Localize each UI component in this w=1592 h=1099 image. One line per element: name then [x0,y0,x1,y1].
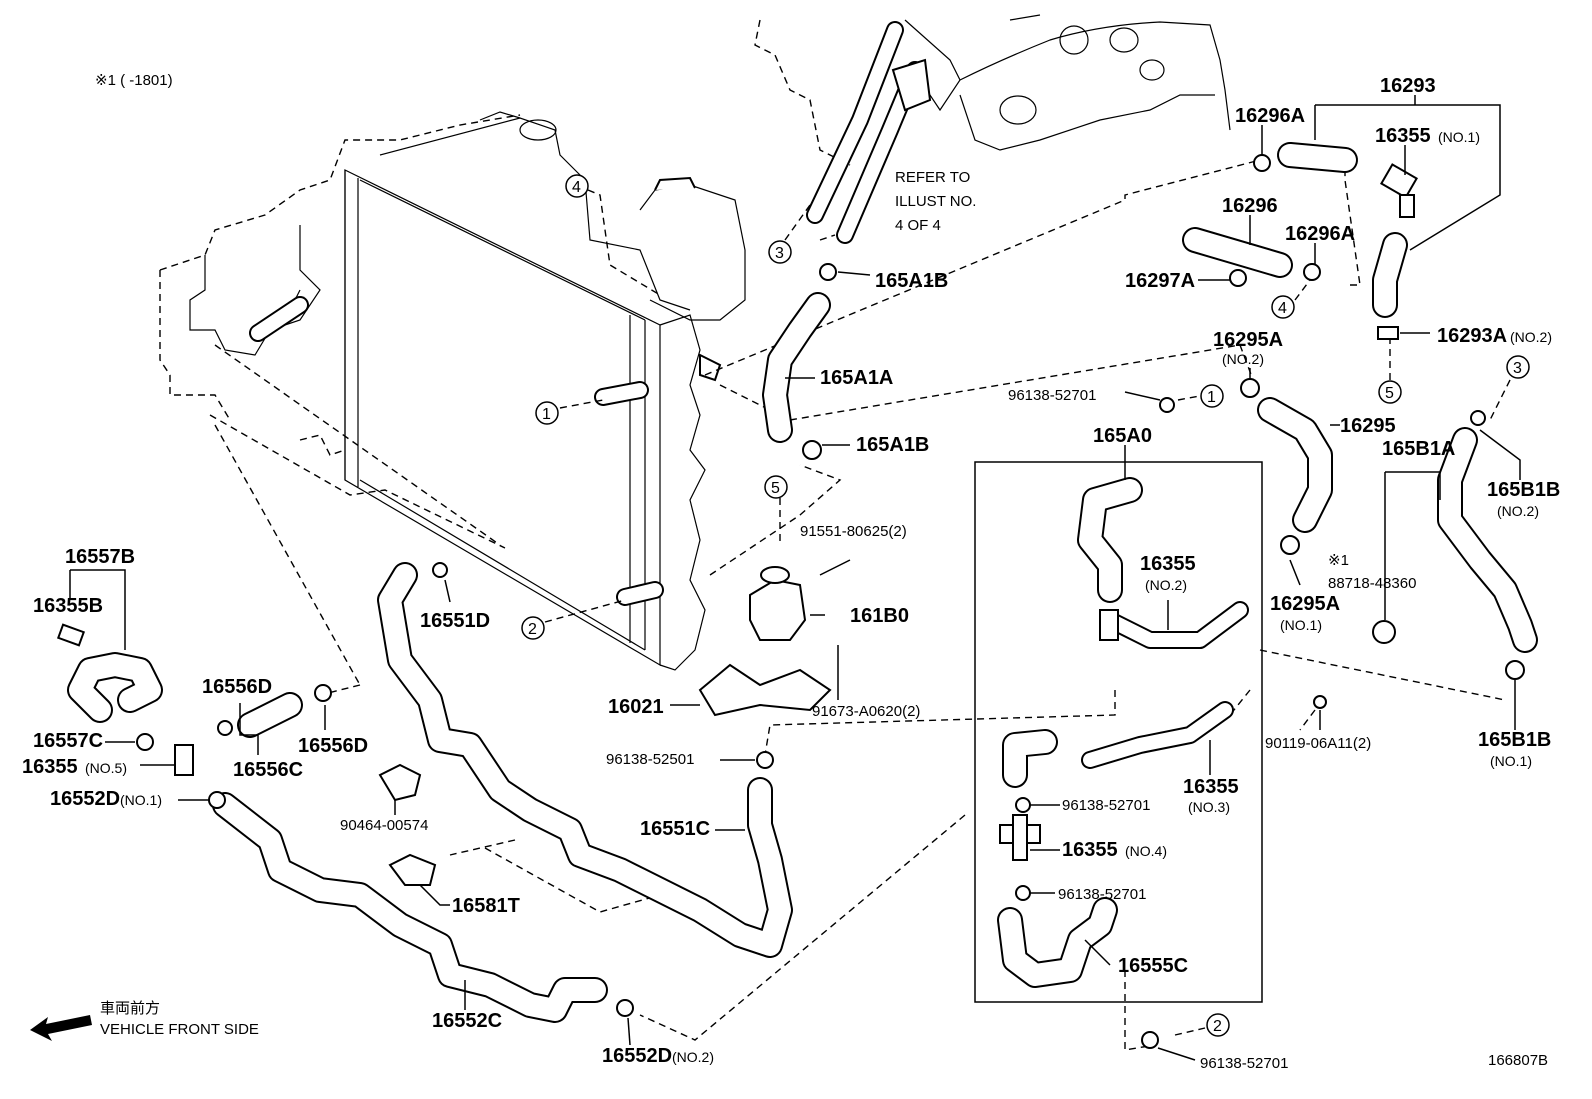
label-no1-a: (NO.1) [1438,129,1480,145]
svg-text:1: 1 [542,406,551,423]
label-88718: 88718-48360 [1328,575,1416,592]
label-16552D-no2: 16552D [602,1045,672,1067]
label-16355-no2: 16355 [1140,553,1196,575]
label-16296: 16296 [1222,195,1278,217]
callout-2-radiator: 2 [521,616,545,640]
label-16355B: 16355B [33,595,103,617]
label-no2-a: (NO.2) [1510,329,1552,345]
label-16556C: 16556C [233,759,303,781]
callout-5-pump: 5 [764,475,788,499]
front-label-jp: 車両前方 [100,1000,160,1017]
label-96138-52701-d: 96138-52701 [1200,1055,1288,1072]
svg-text:5: 5 [1385,385,1394,402]
svg-text:1: 1 [1207,389,1216,406]
label-161B0: 161B0 [850,605,909,627]
vehicle-front-indicator: 車両前方 VEHICLE FRONT SIDE [30,1000,259,1041]
label-96138-52701-a: 96138-52701 [1008,387,1096,404]
callout-1-hose: 1 [1200,384,1224,408]
label-star1: ※1 [1328,552,1349,569]
label-16556D-low: 16556D [298,735,368,757]
callout-4-radiator: 4 [565,174,589,198]
svg-text:2: 2 [528,621,537,638]
part-labels: ※1 ( -1801) REFER TO ILLUST NO. 4 OF 4 1… [22,72,1560,1072]
label-91673: 91673-A0620(2) [812,703,920,720]
label-96138-52701-c: 96138-52701 [1058,886,1146,903]
label-16556D-top: 16556D [202,676,272,698]
label-16557C: 16557C [33,730,103,752]
label-16295A-low: 16295A [1270,593,1340,615]
front-arrow-icon [30,1015,92,1041]
callout-5-right: 5 [1378,380,1402,404]
callout-2-bottom: 2 [1206,1013,1230,1037]
illustration-number: 166807B [1488,1052,1548,1069]
svg-text:4: 4 [1278,300,1287,317]
label-16295A-top: 16295A [1213,329,1283,351]
label-165B1A: 165B1A [1382,438,1455,460]
svg-text:2: 2 [1213,1018,1222,1035]
callout-3-top: 3 [768,240,792,264]
label-16551D: 16551D [420,610,490,632]
label-16355-no5: 16355 [22,756,78,778]
label-no1-c: (NO.1) [120,792,162,808]
engine-outline [754,14,1231,244]
refer-line3: 4 OF 4 [895,217,941,234]
hoses [67,142,1538,1023]
label-16296A-mid: 16296A [1285,223,1355,245]
note-top: ※1 ( -1801) [95,72,173,89]
svg-text:4: 4 [572,179,581,196]
label-96138-52501: 96138-52501 [606,751,694,768]
label-16297A: 16297A [1125,270,1195,292]
label-16355-no4: 16355 [1062,839,1118,861]
svg-text:5: 5 [771,480,780,497]
radiator-assembly [159,111,746,671]
label-165A0: 165A0 [1093,425,1152,447]
label-no3: (NO.3) [1188,799,1230,815]
label-16557B: 16557B [65,546,135,568]
refer-line1: REFER TO [895,169,970,186]
label-16021: 16021 [608,696,664,718]
label-90119: 90119-06A11(2) [1265,735,1371,752]
label-90464: 90464-00574 [340,817,428,834]
label-16296A-top: 16296A [1235,105,1305,127]
label-16355-no1: 16355 [1375,125,1431,147]
label-no4: (NO.4) [1125,843,1167,859]
callout-circles: 1 2 3 4 5 4 1 5 3 2 [521,174,1530,1037]
label-165A1B-top: 165A1B [875,270,948,292]
label-no1-b: (NO.1) [1280,617,1322,633]
label-no5: (NO.5) [85,760,127,776]
refer-line2: ILLUST NO. [895,193,976,210]
label-16295: 16295 [1340,415,1396,437]
callout-4-hose: 4 [1271,295,1295,319]
label-16555C: 16555C [1118,955,1188,977]
label-16355-no3: 16355 [1183,776,1239,798]
front-label-en: VEHICLE FRONT SIDE [100,1021,259,1038]
label-16552D-no1: 16552D [50,788,120,810]
leader-lines [69,95,1521,1061]
label-165A1A: 165A1A [820,367,893,389]
label-16552C: 16552C [432,1010,502,1032]
label-16581T: 16581T [452,895,520,917]
label-no2-e: (NO.2) [672,1049,714,1065]
svg-text:3: 3 [775,245,784,262]
label-165B1B-low: 165B1B [1478,729,1551,751]
clamps-and-fittings [56,154,1525,1049]
label-no2-c: (NO.2) [1497,503,1539,519]
label-96138-52701-b: 96138-52701 [1062,797,1150,814]
label-no2-b: (NO.2) [1222,351,1264,367]
label-16293A: 16293A [1437,325,1507,347]
callout-3-right: 3 [1506,355,1530,379]
label-16293: 16293 [1380,75,1436,97]
label-no1-d: (NO.1) [1490,753,1532,769]
label-165B1B-top: 165B1B [1487,479,1560,501]
label-no2-d: (NO.2) [1145,577,1187,593]
label-16551C: 16551C [640,818,710,840]
svg-text:3: 3 [1513,360,1522,377]
parts-box [974,461,1263,1003]
label-165A1B-mid: 165A1B [856,434,929,456]
label-91551: 91551-80625(2) [800,523,907,540]
callout-1-radiator: 1 [535,401,559,425]
